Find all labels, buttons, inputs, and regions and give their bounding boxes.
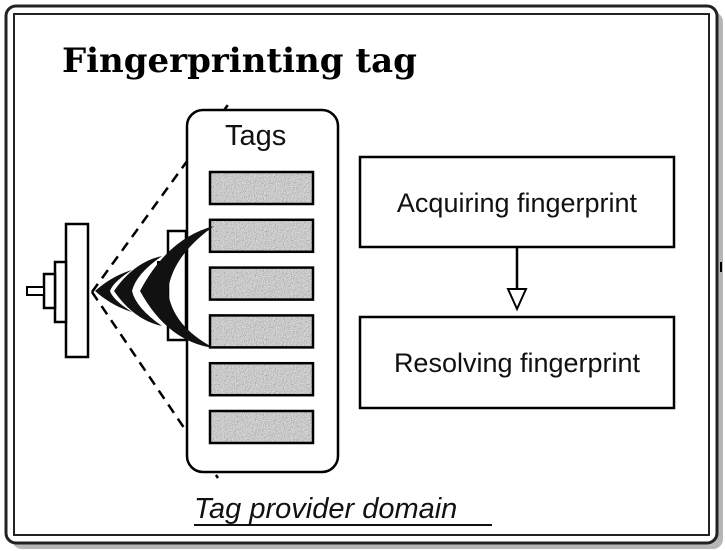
acquiring-fingerprint-label: Acquiring fingerprint [397, 188, 638, 218]
tag-provider-domain-label: Tag provider domain [194, 493, 457, 525]
tag-bar [208, 218, 315, 254]
tag-bar [208, 170, 315, 206]
inner-frame [13, 13, 710, 536]
tags-label: Tags [225, 120, 286, 152]
reader-device-icon [26, 222, 90, 359]
tag-bar [208, 314, 315, 349]
resolving-fingerprint-box [358, 315, 676, 410]
signal-waves-icon [95, 226, 214, 348]
flow-arrow-head-icon [506, 288, 528, 312]
frame [4, 4, 719, 545]
tag-bar [208, 266, 315, 301]
tag-bar [208, 409, 315, 445]
acquiring-fingerprint-box [358, 155, 676, 249]
diagram-title: Fingerprinting tag [62, 41, 417, 81]
resolving-fingerprint-label: Resolving fingerprint [394, 348, 641, 378]
tag-bar [208, 361, 315, 397]
